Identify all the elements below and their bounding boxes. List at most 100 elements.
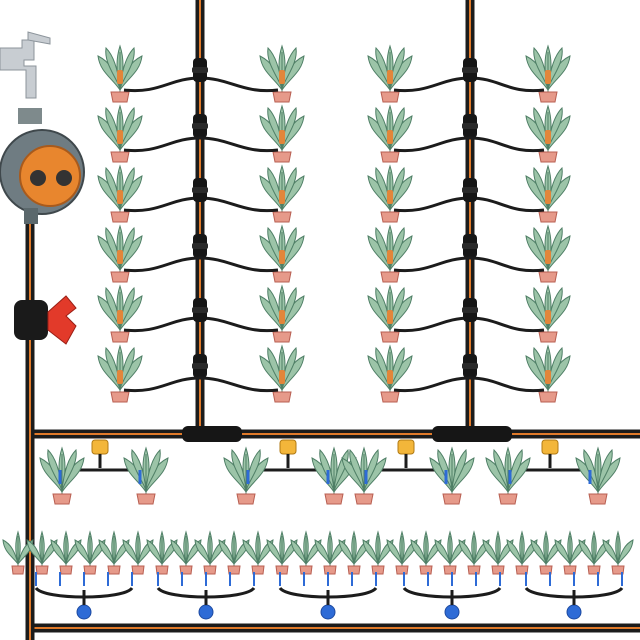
drip-emitter-icon — [279, 250, 285, 264]
feeder-tube — [199, 196, 279, 213]
drip-emitter-icon — [117, 310, 123, 324]
tee-connector-icon — [432, 426, 512, 442]
drip-emitter-icon — [387, 190, 393, 204]
feeder-tube — [123, 256, 201, 273]
drip-emitter-icon — [320, 604, 336, 620]
potted-plant-icon — [314, 531, 346, 575]
drip-emitter-icon — [117, 130, 123, 144]
potted-plant-icon — [123, 447, 169, 505]
pipe-connector-icon — [192, 178, 208, 202]
shutoff-valve-icon — [14, 300, 48, 340]
potted-plant-icon — [194, 531, 226, 575]
feeder-tube — [156, 586, 256, 599]
drip-emitter-icon — [279, 70, 285, 84]
potted-plant-icon — [554, 531, 586, 575]
potted-plant-icon — [485, 447, 531, 505]
pipe-connector-icon — [192, 114, 208, 138]
tee-connector-icon — [182, 426, 242, 442]
drip-emitter-icon — [279, 310, 285, 324]
feeder-tube — [123, 196, 201, 213]
drip-emitter-icon — [76, 604, 92, 620]
potted-plant-icon — [482, 531, 514, 575]
potted-plant-icon — [122, 531, 154, 575]
potted-plant-icon — [98, 531, 130, 575]
drip-emitter-icon — [387, 130, 393, 144]
faucet-icon — [0, 39, 37, 99]
feeder-tube — [393, 256, 471, 273]
feeder-tube — [469, 316, 545, 333]
drip-emitter-icon — [545, 310, 551, 324]
drip-emitter-icon — [545, 70, 551, 84]
feeder-tube — [123, 76, 201, 93]
feeder-tube — [278, 586, 378, 599]
potted-plant-icon — [429, 447, 475, 505]
potted-plant-icon — [266, 531, 298, 575]
potted-plant-icon — [242, 531, 274, 575]
valve-handle-icon — [47, 295, 77, 345]
timer-nut — [18, 108, 42, 124]
potted-plant-icon — [146, 531, 178, 575]
feeder-tube — [469, 76, 545, 93]
pipe-connector-icon — [462, 354, 478, 378]
pipe-connector-icon — [192, 354, 208, 378]
feeder-tube — [393, 376, 471, 393]
potted-plant-icon — [410, 531, 442, 575]
drip-emitter-icon — [387, 310, 393, 324]
feeder-tube — [402, 586, 502, 599]
feeder-tube — [199, 376, 279, 393]
drip-emitter-icon — [117, 370, 123, 384]
faucet-handle-icon — [27, 31, 51, 45]
drip-emitter-icon — [117, 250, 123, 264]
potted-plant-icon — [170, 531, 202, 575]
potted-plant-icon — [223, 447, 269, 505]
timer-outlet — [24, 208, 38, 224]
pipe-connector-icon — [462, 234, 478, 258]
potted-plant-icon — [39, 447, 85, 505]
manifold-splitter-icon — [279, 439, 297, 455]
feeder-tube — [123, 376, 201, 393]
potted-plant-icon — [386, 531, 418, 575]
manifold-splitter-icon — [91, 439, 109, 455]
potted-plant-icon — [338, 531, 370, 575]
potted-plant-icon — [434, 531, 466, 575]
feeder-tube — [199, 256, 279, 273]
pipe-connector-icon — [462, 178, 478, 202]
feeder-tube — [469, 256, 545, 273]
manifold-splitter-icon — [541, 439, 559, 455]
drip-emitter-icon — [387, 250, 393, 264]
potted-plant-icon — [74, 531, 106, 575]
pipe-connector-icon — [192, 234, 208, 258]
drip-emitter-icon — [117, 190, 123, 204]
pipe-connector-icon — [462, 58, 478, 82]
feeder-tube — [34, 586, 134, 599]
timer-face — [19, 145, 81, 207]
feeder-tube — [469, 196, 545, 213]
drip-emitter-icon — [566, 604, 582, 620]
feeder-tube — [199, 76, 279, 93]
feeder-tube — [393, 136, 471, 153]
drip-emitter-icon — [387, 370, 393, 384]
drip-emitter-icon — [198, 604, 214, 620]
drip-emitter-icon — [279, 370, 285, 384]
drip-emitter-icon — [387, 70, 393, 84]
feeder-tube — [524, 586, 624, 599]
drip-emitter-icon — [545, 130, 551, 144]
drip-emitter-icon — [545, 370, 551, 384]
drip-emitter-icon — [117, 70, 123, 84]
pipe-connector-icon — [192, 298, 208, 322]
feeder-tube — [123, 316, 201, 333]
drip-emitter-icon — [444, 604, 460, 620]
pipe-connector-icon — [462, 114, 478, 138]
potted-plant-icon — [530, 531, 562, 575]
feeder-tube — [469, 136, 545, 153]
timer-dial-right — [56, 170, 72, 186]
feeder-tube — [393, 316, 471, 333]
drip-emitter-icon — [545, 250, 551, 264]
drip-emitter-icon — [279, 130, 285, 144]
potted-plant-icon — [458, 531, 490, 575]
potted-plant-icon — [506, 531, 538, 575]
drip-emitter-icon — [279, 190, 285, 204]
feeder-tube — [469, 376, 545, 393]
